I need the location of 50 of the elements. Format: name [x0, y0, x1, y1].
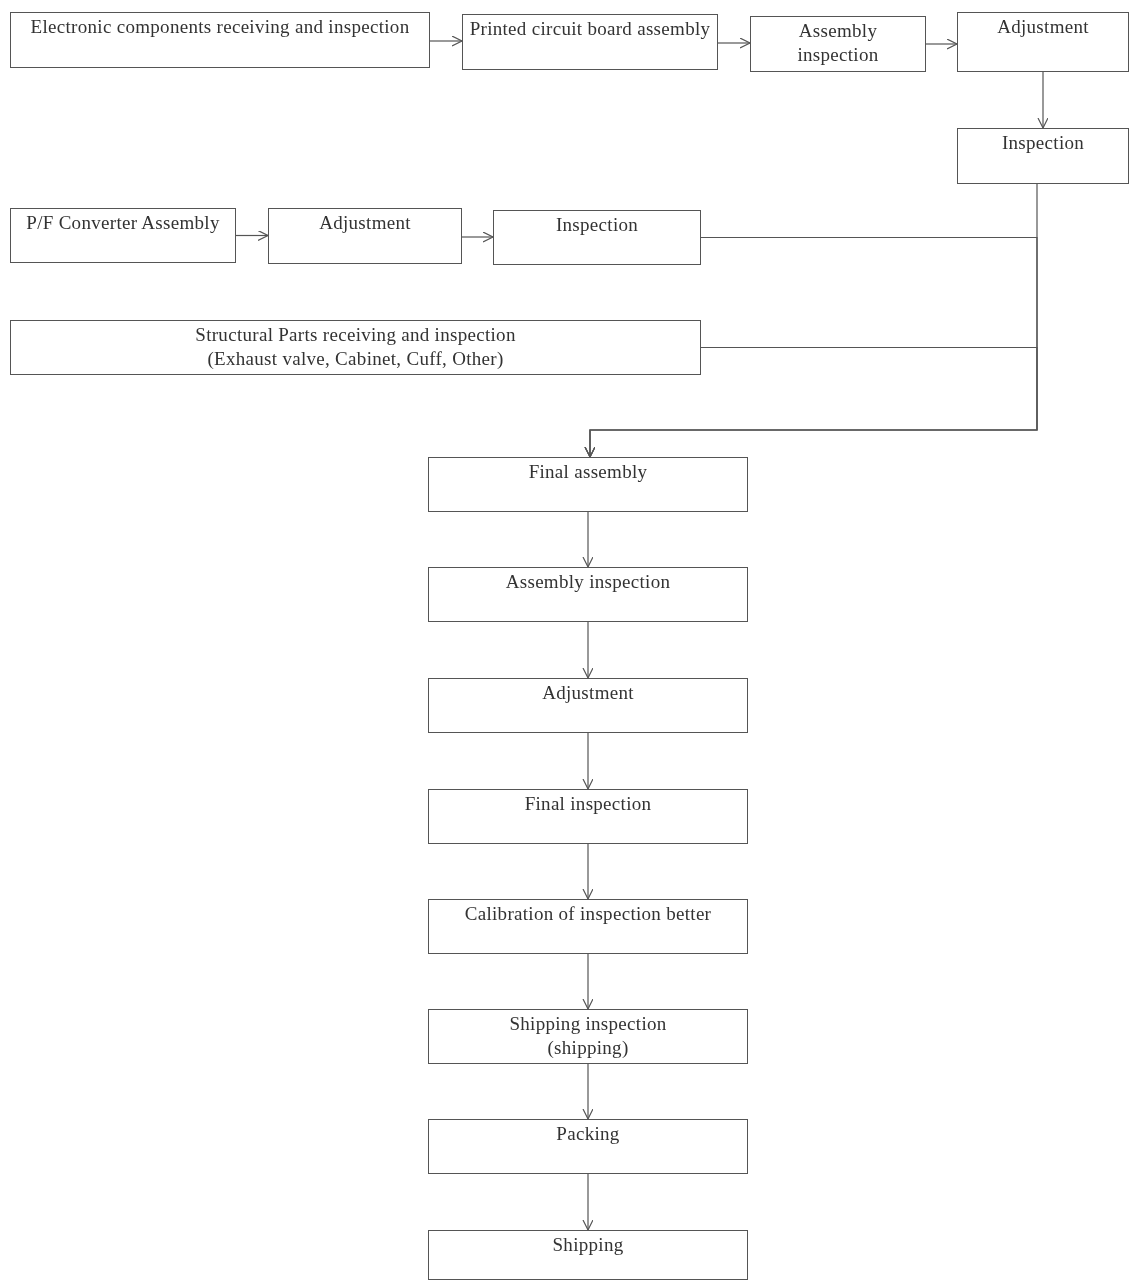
step-label: Final assembly: [528, 460, 648, 484]
step-label: Adjustment: [319, 211, 411, 235]
arrow: [582, 511, 594, 568]
step-label: Calibration of inspection better: [464, 902, 712, 926]
step-label: Inspection: [555, 213, 639, 237]
process-box: [462, 14, 718, 70]
arrow: [582, 1063, 594, 1120]
step-label: Adjustment: [542, 681, 634, 705]
process-box: [428, 1230, 748, 1280]
arrow: [582, 953, 594, 1010]
arrow: [235, 229, 269, 242]
step-label: (shipping): [547, 1035, 629, 1060]
step-label: Shipping inspection: [509, 1012, 667, 1036]
step-label: Structural Parts receiving and inspection: [195, 323, 516, 347]
process-box: [428, 457, 748, 512]
process-box: [428, 1119, 748, 1174]
process-box: [10, 208, 236, 263]
process-box: [10, 320, 701, 375]
step-label: Assembly inspection: [505, 570, 671, 594]
arrow: [582, 732, 594, 790]
process-box: [957, 128, 1129, 184]
arrow: [717, 37, 751, 49]
step-label: Electronic components receiving and inspection: [30, 15, 410, 39]
process-box: [428, 789, 748, 844]
step-label: P/F Converter Assembly: [26, 211, 220, 235]
step-label: Printed circuit board assembly: [469, 17, 711, 41]
process-box: [428, 567, 748, 622]
process-box: [750, 16, 926, 72]
arrow: [582, 843, 594, 900]
process-box: [957, 12, 1129, 72]
step-label: Packing: [556, 1122, 620, 1146]
step-label: Inspection: [1001, 131, 1085, 155]
step-label: Adjustment: [997, 15, 1089, 39]
process-box: [428, 899, 748, 954]
step-label: (Exhaust valve, Cabinet, Cuff, Other): [207, 346, 504, 371]
process-box: [268, 208, 462, 264]
arrow: [925, 38, 958, 50]
process-box: [428, 1009, 748, 1064]
arrow: [582, 621, 594, 679]
process-box: [10, 12, 430, 68]
arrow: [461, 231, 494, 243]
arrow: [429, 35, 463, 47]
arrow: [582, 1173, 594, 1231]
step-label: Shipping: [552, 1233, 624, 1257]
step-label: Final inspection: [524, 792, 652, 816]
process-box: [493, 210, 701, 265]
arrow: [1037, 71, 1049, 129]
arrow: [584, 346, 1038, 458]
process-box: [428, 678, 748, 733]
step-label: Assembly inspection: [796, 19, 880, 67]
